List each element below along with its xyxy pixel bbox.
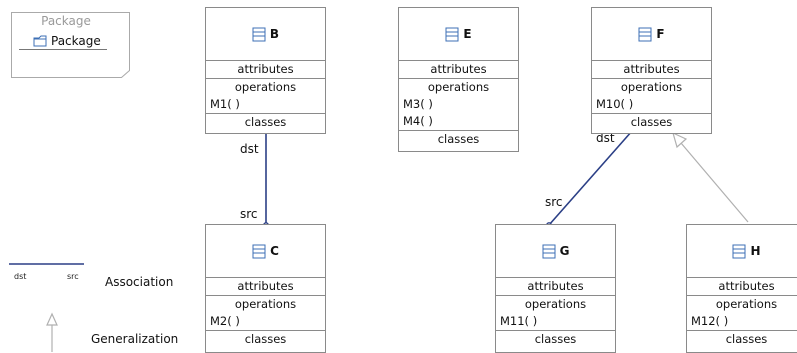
generalization-arrowhead <box>672 131 688 149</box>
class-name: B <box>269 27 280 41</box>
operations-label: operations <box>715 297 778 311</box>
class-icon <box>542 244 556 258</box>
class-name: C <box>270 244 279 258</box>
edge-b-c-dst-label: dst <box>240 142 259 156</box>
class-icon <box>252 27 266 41</box>
edge-f-g-dst-label: dst <box>596 131 615 145</box>
classes-compartment: classes <box>630 115 673 129</box>
operations-compartment: operations M12( ) <box>687 296 797 331</box>
class-header: C <box>206 225 325 278</box>
attributes-compartment: attributes <box>206 61 325 79</box>
folder-icon <box>33 35 47 47</box>
class-name: G <box>559 244 570 258</box>
classes-compartment: classes <box>244 332 287 346</box>
operations-compartment: operations M3( ) M4( ) <box>399 79 518 131</box>
operations-label: operations <box>524 297 587 311</box>
method: M3( ) <box>403 97 433 111</box>
method: M1( ) <box>210 97 240 111</box>
operations-compartment: operations M1( ) <box>206 79 325 114</box>
class-e[interactable]: E attributes operations M3( ) M4( ) clas… <box>398 7 519 152</box>
legend-association-dst: dst <box>14 272 27 281</box>
operations-compartment: operations M10( ) <box>592 79 711 114</box>
attributes-compartment: attributes <box>687 278 797 296</box>
class-header: H <box>687 225 797 278</box>
legend-association-src: src <box>67 272 79 281</box>
method: M2( ) <box>210 314 240 328</box>
operations-compartment: operations M2( ) <box>206 296 325 331</box>
class-g[interactable]: G attributes operations M11( ) classes <box>495 224 616 353</box>
generalization-h-f <box>680 142 749 223</box>
class-h[interactable]: H attributes operations M12( ) classes <box>686 224 797 353</box>
legend-generalization-label: Generalization <box>91 332 179 346</box>
classes-compartment: classes <box>534 332 577 346</box>
class-b[interactable]: B attributes operations M1( ) classes <box>205 7 326 134</box>
attributes-compartment: attributes <box>206 278 325 296</box>
association-f-g <box>548 130 633 226</box>
package-shape <box>11 12 130 78</box>
class-header: E <box>399 8 518 61</box>
class-icon <box>638 27 652 41</box>
method: M10( ) <box>596 97 634 111</box>
attributes-compartment: attributes <box>592 61 711 79</box>
legend-association-label: Association <box>105 275 174 289</box>
method: M11( ) <box>500 314 538 328</box>
attributes-compartment: attributes <box>399 61 518 79</box>
package-node[interactable]: Package Package <box>11 12 130 78</box>
class-f[interactable]: F attributes operations M10( ) classes <box>591 7 712 134</box>
package-title: Package <box>41 14 91 28</box>
legend-generalization-arrow <box>46 312 58 326</box>
edge-b-c-src-label: src <box>240 207 258 221</box>
edge-f-g-src-label: src <box>545 195 563 209</box>
operations-label: operations <box>620 80 683 94</box>
classes-compartment: classes <box>244 115 287 129</box>
class-c[interactable]: C attributes operations M2( ) classes <box>205 224 326 353</box>
class-icon <box>732 244 746 258</box>
class-name: E <box>463 27 472 41</box>
package-label: Package <box>51 34 101 48</box>
class-icon <box>445 27 459 41</box>
class-name: F <box>656 27 665 41</box>
class-icon <box>252 244 266 258</box>
class-header: B <box>206 8 325 61</box>
class-header: G <box>496 225 615 278</box>
operations-label: operations <box>234 80 297 94</box>
operations-compartment: operations M11( ) <box>496 296 615 331</box>
package-underline <box>19 49 107 50</box>
method: M12( ) <box>691 314 729 328</box>
operations-label: operations <box>234 297 297 311</box>
class-name: H <box>750 244 761 258</box>
operations-label: operations <box>427 80 490 94</box>
classes-compartment: classes <box>437 132 480 146</box>
method: M4( ) <box>403 114 433 128</box>
class-header: F <box>592 8 711 61</box>
attributes-compartment: attributes <box>496 278 615 296</box>
classes-compartment: classes <box>725 332 768 346</box>
